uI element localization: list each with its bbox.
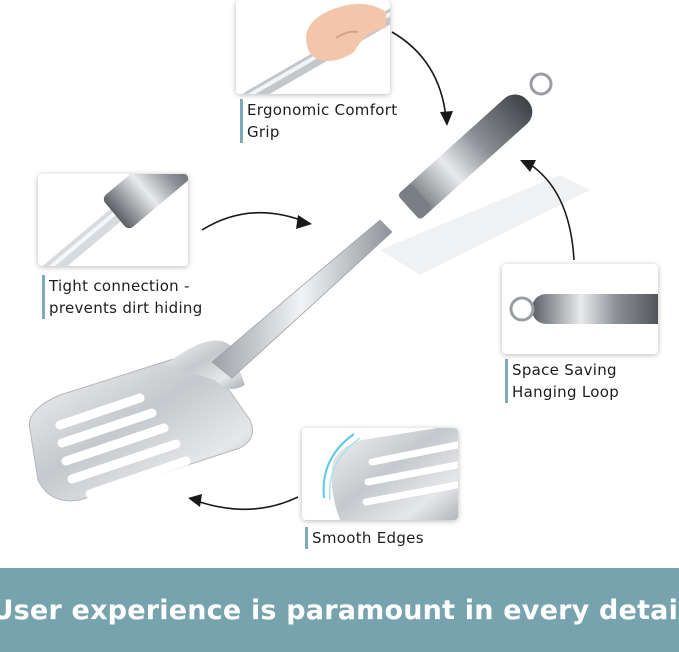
caption-connection-line1: Tight connection - <box>49 277 190 295</box>
caption-grip: Ergonomic Comfort Grip <box>240 99 397 143</box>
banner-text: User experience is paramount in every de… <box>0 594 679 626</box>
banner: User experience is paramount in every de… <box>0 568 679 652</box>
caption-edges: Smooth Edges <box>305 527 424 549</box>
product-illustration: Ergonomic Comfort Grip Tight connection … <box>28 0 658 549</box>
edges-closeup-image <box>302 428 458 520</box>
caption-connection-line2: prevents dirt hiding <box>49 299 203 317</box>
caption-edges-line1: Smooth Edges <box>312 529 424 547</box>
caption-loop-line2: Hanging Loop <box>512 383 620 401</box>
caption-grip-line1: Ergonomic Comfort <box>247 101 398 119</box>
caption-loop-line1: Space Saving <box>512 361 617 379</box>
caption-connection: Tight connection - prevents dirt hiding <box>42 275 203 319</box>
caption-loop: Space Saving Hanging Loop <box>505 359 619 403</box>
loop-closeup-image <box>502 264 658 354</box>
caption-grip-line2: Grip <box>247 123 280 141</box>
connection-closeup-image <box>38 174 188 266</box>
grip-closeup-image <box>236 0 390 94</box>
spatula-image <box>28 31 590 511</box>
